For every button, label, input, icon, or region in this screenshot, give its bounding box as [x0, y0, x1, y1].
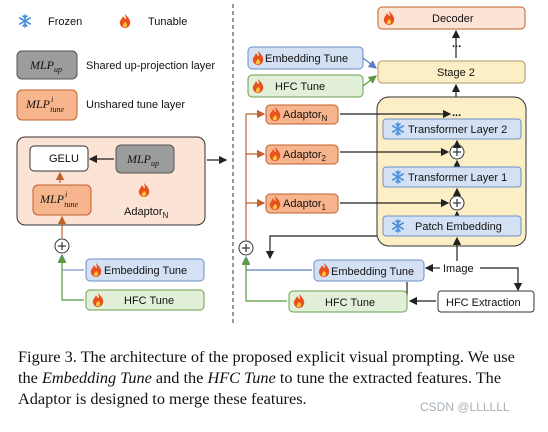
hfc-extraction-box — [437, 290, 535, 313]
transformer-layer-2-box — [382, 118, 522, 140]
mlp-up-math: MLPup — [126, 152, 159, 168]
adaptor-2-box — [265, 144, 339, 165]
caption-emph2: HFC Tune — [207, 368, 276, 387]
caption-emph1: Embedding Tune — [41, 368, 152, 387]
architecture-diagram: Frozen Tunable MLPup Shared up-projectio… — [16, 4, 535, 324]
caption-part2: and the — [151, 368, 208, 387]
left-embedding-tune-label: Embedding Tune — [104, 265, 187, 277]
adaptor-1-box — [265, 193, 339, 214]
mlp-up-box — [115, 144, 175, 174]
legend-frozen-label: Frozen — [48, 16, 82, 28]
backbone-ellipsis: ... — [452, 107, 461, 119]
bottom-embedding-tune-label: Embedding Tune — [331, 266, 414, 278]
legend-tunable-label: Tunable — [148, 16, 187, 28]
adaptor-1-label: Adaptor1 — [283, 198, 327, 212]
legend-mlp-tune-desc: Unshared tune layer — [86, 99, 185, 111]
gelu-box — [29, 145, 89, 172]
caption-part3: to tune the extracted features. The Adap… — [18, 368, 502, 408]
legend-mlp-tune-box — [16, 89, 78, 121]
legend-flame-icon — [119, 14, 131, 28]
adaptor-n-box — [265, 104, 339, 125]
bottom-embedding-tune-box — [313, 259, 425, 282]
adaptor-n-box-label: AdaptorN — [283, 109, 328, 123]
patch-embedding-box — [382, 215, 522, 237]
decoder-box — [377, 6, 526, 30]
mlp-tune-box — [32, 184, 92, 216]
figure-caption: Figure 3. The architecture of the propos… — [18, 346, 538, 409]
left-hfc-tune-box — [85, 289, 205, 311]
legend-mlp-up-math: MLPup — [29, 58, 62, 74]
caption-part1: Figure 3. The architecture of the propos… — [18, 347, 515, 387]
bottom-hfc-tune-box — [288, 290, 408, 313]
left-hfc-tune-label: HFC Tune — [124, 295, 174, 307]
top-embedding-tune-label: Embedding Tune — [265, 53, 348, 65]
transformer-layer-1-box — [382, 166, 522, 188]
top-hfc-tune-label: HFC Tune — [275, 81, 325, 93]
image-label: Image — [443, 263, 474, 275]
watermark: CSDN @LLLLLL — [420, 400, 510, 414]
transformer-layer-2-label: Transformer Layer 2 — [408, 124, 507, 136]
legend-mlp-up-box — [16, 50, 78, 80]
stage2-label: Stage 2 — [437, 67, 475, 79]
left-embedding-tune-box — [85, 258, 205, 282]
transformer-layer-1-label: Transformer Layer 1 — [408, 172, 507, 184]
gelu-label: GELU — [49, 153, 79, 165]
hfc-extraction-label: HFC Extraction — [446, 297, 521, 309]
legend-snowflake-icon — [18, 14, 32, 28]
adaptor-n-label: AdaptorN — [124, 206, 169, 220]
patch-embedding-label: Patch Embedding — [415, 221, 502, 233]
legend-mlp-up-desc: Shared up-projection layer — [86, 60, 215, 72]
bottom-hfc-tune-label: HFC Tune — [325, 297, 375, 309]
adaptor-2-label: Adaptor2 — [283, 149, 327, 163]
decoder-label: Decoder — [432, 13, 474, 25]
stage2-box — [377, 60, 526, 84]
left-hfc-arrow — [57, 254, 84, 301]
